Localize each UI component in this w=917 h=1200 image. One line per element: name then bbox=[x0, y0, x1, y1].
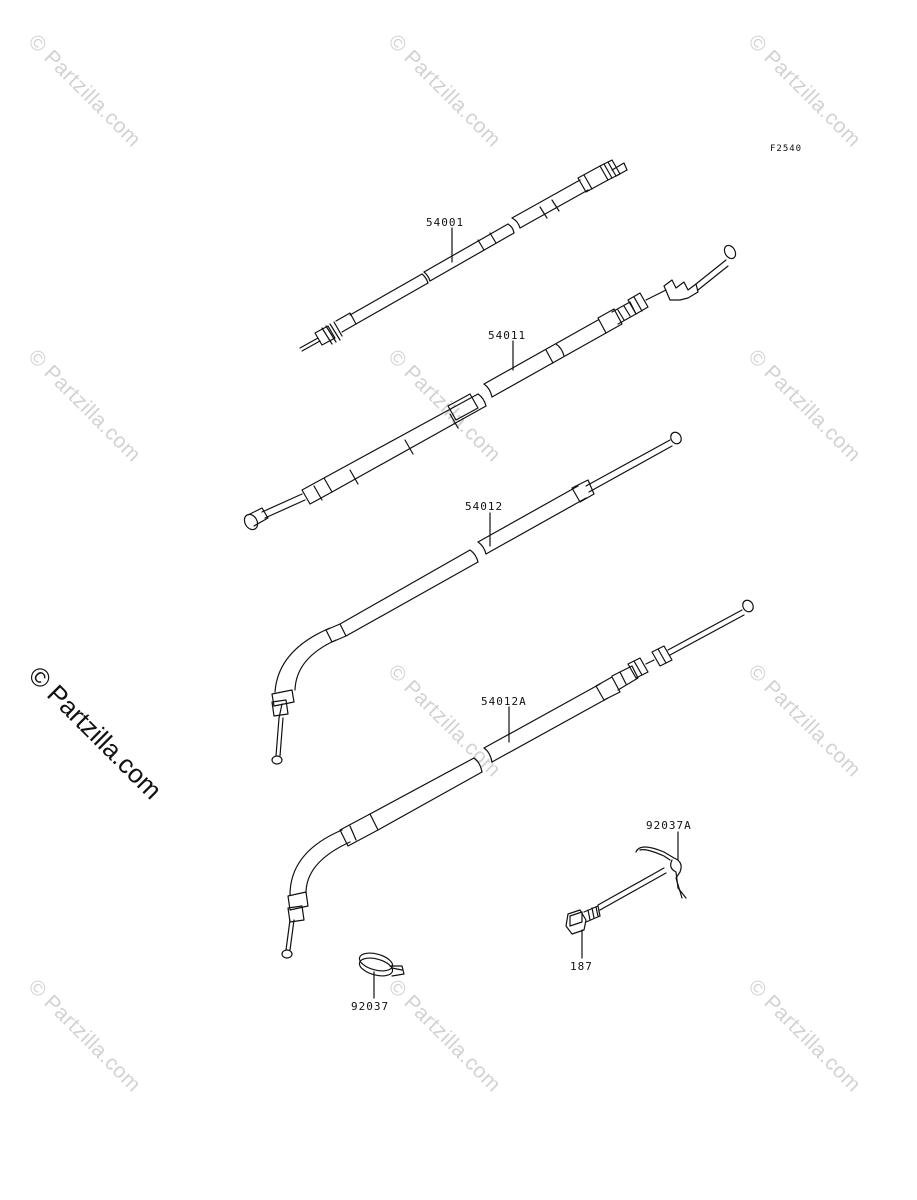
bolt[interactable] bbox=[565, 905, 601, 935]
clutch-cable[interactable] bbox=[242, 243, 738, 531]
throttle-cable-b[interactable] bbox=[281, 598, 755, 959]
cable-clamp[interactable] bbox=[358, 950, 405, 979]
part-label-92037A: 92037A bbox=[646, 819, 692, 832]
part-label-54012A: 54012A bbox=[481, 695, 527, 708]
cable-clamp-b[interactable] bbox=[597, 846, 687, 911]
part-label-54001: 54001 bbox=[426, 216, 465, 229]
speedometer-cable[interactable] bbox=[299, 159, 628, 352]
part-label-54012: 54012 bbox=[465, 500, 504, 513]
throttle-cable-a[interactable] bbox=[271, 430, 683, 765]
part-label-187: 187 bbox=[570, 960, 593, 973]
leader-lines bbox=[373, 227, 679, 999]
part-label-92037: 92037 bbox=[351, 1000, 390, 1013]
figure-code: F2540 bbox=[770, 144, 803, 154]
part-label-54011: 54011 bbox=[488, 329, 527, 342]
